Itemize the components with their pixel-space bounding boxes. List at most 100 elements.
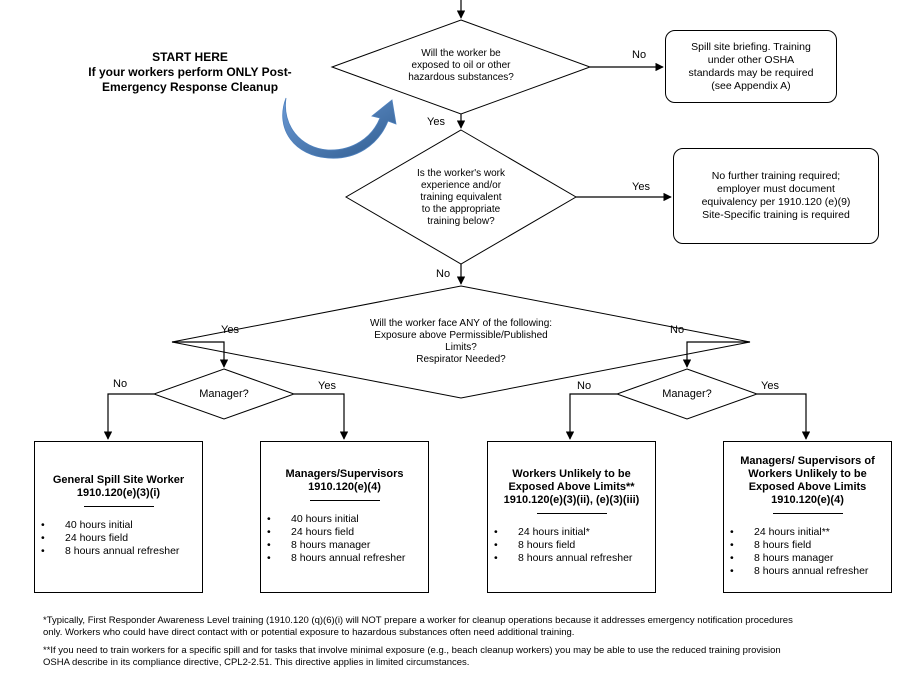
bullet: • xyxy=(730,526,734,538)
decision-q1-text: Will the worker be exposed to oil or oth… xyxy=(372,48,550,84)
mgr-right-no-label: No xyxy=(577,380,592,392)
no-further-training-box: No further training required; employer m… xyxy=(673,148,879,244)
list-item-text: 8 hours field xyxy=(518,539,576,551)
bullet: • xyxy=(494,526,498,538)
q3-yes-arrow xyxy=(172,341,229,368)
mgr-left-yes-label: Yes xyxy=(318,380,336,392)
briefing-line: Spill site briefing. Training xyxy=(691,40,811,53)
bullet: • xyxy=(730,539,734,551)
list-item: • 24 hours field xyxy=(267,526,428,539)
briefing-line: standards may be required xyxy=(688,66,814,79)
decision-q3-text: Will the worker face ANY of the followin… xyxy=(331,318,591,366)
list-item-text: 24 hours field xyxy=(291,526,355,538)
list-item-text: 8 hours manager xyxy=(754,552,834,564)
box-heading: 1910.120(e)(4) xyxy=(771,494,844,506)
q3-no-arrow xyxy=(682,341,750,368)
training-list: •24 hours initial** •8 hours field •8 ho… xyxy=(724,526,891,578)
list-item: • 8 hours manager xyxy=(730,552,891,565)
list-item: • 24 hours field xyxy=(41,532,202,545)
training-list: • 40 hours initial • 24 hours field • 8 hou… xyxy=(261,513,428,565)
box-heading: Managers/Supervisors xyxy=(285,468,404,480)
q3-line: Exposure above Permissible/Published xyxy=(374,330,548,341)
decision-q3-shape xyxy=(171,285,751,399)
bullet: • xyxy=(730,552,734,564)
box-heading: 1910.120(e)(3)(i) xyxy=(76,487,161,499)
start-title: START HERE xyxy=(152,50,228,64)
q1-yes-label: Yes xyxy=(427,116,445,128)
q2-line: training below? xyxy=(427,216,495,227)
start-subtitle-line1: If your workers perform ONLY Post- xyxy=(88,65,292,79)
start-subtitle-line2: Emergency Response Cleanup xyxy=(101,80,279,94)
decision-manager-left-shape xyxy=(152,368,296,420)
mgr-left-no-label: No xyxy=(113,378,128,390)
training-list: • 40 hours initial • 24 hours field • 8 hou… xyxy=(35,519,202,558)
box-heading: General Spill Site Worker xyxy=(52,474,185,486)
bullet: • xyxy=(41,532,45,544)
box-heading: Managers/ Supervisors of xyxy=(740,455,875,467)
bullet: • xyxy=(267,513,271,525)
q1-no-label: No xyxy=(632,49,647,61)
start-here-label: START HERE If your workers perform ONLY … xyxy=(70,50,310,95)
mgr-right-yes-arrow xyxy=(757,393,811,440)
mgr-right-yes-label: Yes xyxy=(761,380,779,392)
spill-site-briefing-box: Spill site briefing. Training under othe… xyxy=(665,30,837,103)
list-item-text: 40 hours initial xyxy=(291,513,359,525)
bullet: • xyxy=(41,519,45,531)
list-item: • 8 hours field xyxy=(730,539,891,552)
bullet: • xyxy=(267,552,271,564)
footnote-line: *Typically, First Responder Awareness Le… xyxy=(43,615,793,626)
box-divider xyxy=(536,513,607,514)
q3-line: Limits? xyxy=(445,342,477,353)
box-heading: 1910.120(e)(4) xyxy=(308,481,381,493)
equivalency-line: equivalency per 1910.120 (e)(9) xyxy=(701,196,851,208)
briefing-line: (see Appendix A) xyxy=(711,79,791,92)
footnote-reduced-training: **If you need to train workers for a spe… xyxy=(43,645,903,669)
box-heading: Exposed Above Limits** xyxy=(508,481,635,493)
mgr-right-no-arrow xyxy=(565,393,617,440)
q1-line: exposed to oil or other xyxy=(411,60,511,71)
general-spill-site-worker-box: General Spill Site Worker 1910.120(e)(3)… xyxy=(34,441,203,593)
equivalency-line: Site-Specific training is required xyxy=(702,209,850,221)
start-curved-arrow-icon xyxy=(282,97,397,159)
box-heading: Workers Unlikely to be xyxy=(748,468,867,480)
list-item-text: 24 hours initial* xyxy=(518,526,590,538)
mgr-left-no-arrow xyxy=(103,393,154,440)
list-item-text: 8 hours manager xyxy=(291,539,371,551)
mgr-left-yes-arrow xyxy=(294,393,349,440)
list-item: • 40 hours initial xyxy=(41,519,202,532)
box-divider xyxy=(309,500,380,501)
q2-line: Is the worker's work xyxy=(416,168,506,179)
box-heading: Workers Unlikely to be xyxy=(512,468,631,480)
footnote-first-responder: *Typically, First Responder Awareness Le… xyxy=(43,615,903,639)
managers-supervisors-unlikely-exposed-box: Managers/ Supervisors of Workers Unlikel… xyxy=(723,441,892,593)
list-item: •8 hours annual refresher xyxy=(730,565,891,578)
list-item-text: 8 hours annual refresher xyxy=(291,552,406,564)
manager-right-text: Manager? xyxy=(662,388,712,400)
equivalency-line: No further training required; xyxy=(711,170,841,182)
q2-line: to the appropriate xyxy=(421,204,501,215)
manager-left-text: Manager? xyxy=(199,388,249,400)
bullet: • xyxy=(494,552,498,564)
bullet: • xyxy=(267,526,271,538)
list-item-text: 24 hours field xyxy=(65,532,129,544)
list-item: • 40 hours initial xyxy=(267,513,428,526)
list-item-text: 8 hours annual refresher xyxy=(65,545,180,557)
q2-line: experience and/or xyxy=(420,180,502,191)
box-divider xyxy=(83,506,154,507)
box-heading: 1910.120(e)(3)(ii), (e)(3)(iii) xyxy=(503,494,640,506)
list-item-text: 8 hours field xyxy=(754,539,812,551)
bullet: • xyxy=(494,539,498,551)
q3-line: Respirator Needed? xyxy=(416,354,506,365)
list-item-text: 40 hours initial xyxy=(65,519,133,531)
list-item: • 8 hours annual refresher xyxy=(267,552,428,565)
footnote-line: OSHA describe in its compliance directiv… xyxy=(43,657,470,668)
list-item: •24 hours initial** xyxy=(730,526,891,539)
managers-supervisors-box: Managers/Supervisors 1910.120(e)(4) • 40 … xyxy=(260,441,429,593)
list-item: •8 hours annual refresher xyxy=(494,552,655,565)
bullet: • xyxy=(730,565,734,577)
q1-line: hazardous substances? xyxy=(408,72,514,83)
q1-line: Will the worker be xyxy=(421,48,501,59)
list-item: • 8 hours field xyxy=(494,539,655,552)
